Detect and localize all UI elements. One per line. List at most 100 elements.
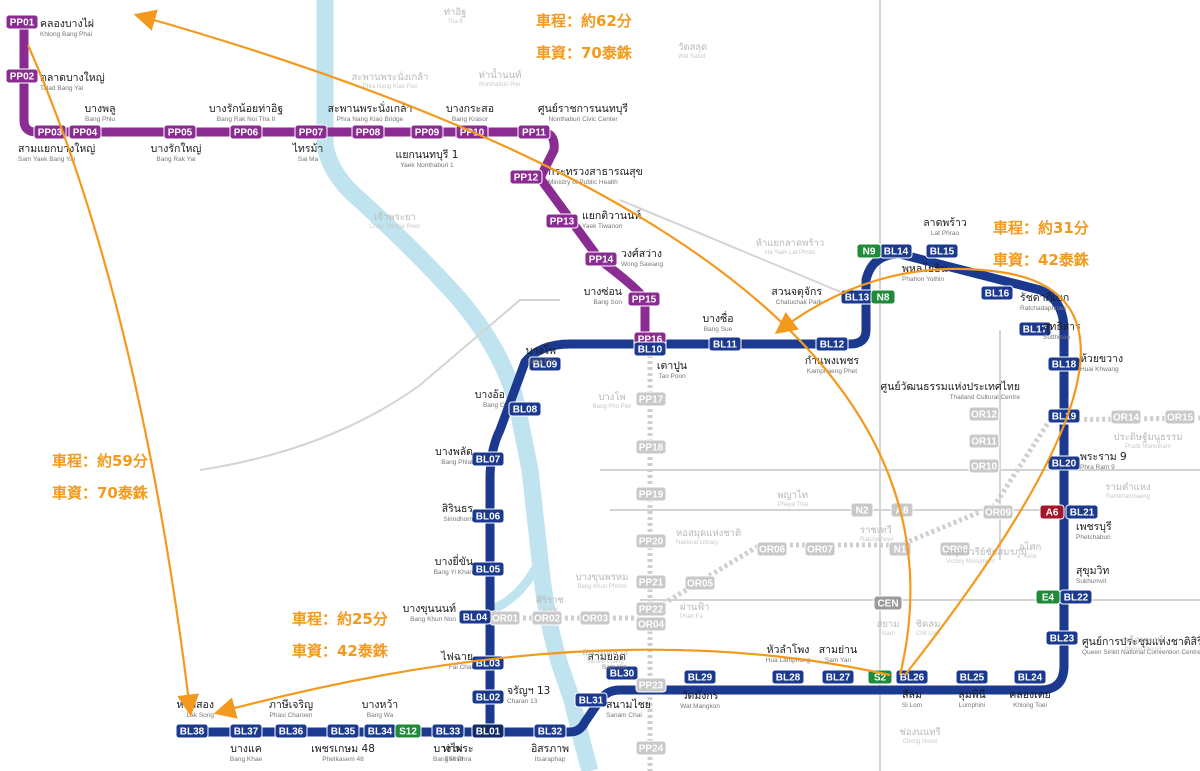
station-bl03-code: BL03 <box>476 659 501 670</box>
gray-station-or10[interactable]: OR10 <box>968 458 1000 474</box>
station-pp09[interactable]: PP09 <box>410 124 444 140</box>
station-bl33-label-th: บางไผ่ <box>433 742 462 755</box>
gray-station-n2[interactable]: N2 <box>850 502 874 518</box>
interchange-a6[interactable]: A6 <box>1039 504 1065 520</box>
gray-station-or03-code: OR03 <box>582 614 609 625</box>
gray-station-pp19[interactable]: PP19 <box>635 486 667 502</box>
gray-station-pp20[interactable]: PP20 <box>635 533 667 549</box>
interchange-cen[interactable]: CEN <box>873 595 903 611</box>
station-bl29[interactable]: BL29 <box>683 669 717 685</box>
station-bl12[interactable]: BL12 <box>815 336 849 352</box>
station-bl02[interactable]: BL02 <box>471 689 505 705</box>
gray-station-pp21[interactable]: PP21 <box>635 574 667 590</box>
station-bl30-label-th: สามยอด <box>587 651 626 663</box>
station-pp04[interactable]: PP04 <box>68 124 102 140</box>
station-pp08[interactable]: PP08 <box>351 124 385 140</box>
gray-station-or04[interactable]: OR04 <box>635 616 667 632</box>
station-pp15[interactable]: PP15 <box>627 291 661 307</box>
station-bl15[interactable]: BL15 <box>925 243 959 259</box>
gray-station-or15[interactable]: OR15 <box>1164 409 1196 425</box>
gray-station-a8-code: A8 <box>896 506 909 517</box>
gray-station-or05[interactable]: OR05 <box>684 575 716 591</box>
gray-station-or08[interactable]: OR08 <box>939 541 971 557</box>
station-bl04[interactable]: BL04 <box>458 609 492 625</box>
station-bl21[interactable]: BL21 <box>1065 504 1099 520</box>
gray-label-3-en: Phra Nang Klao Pier <box>363 84 418 90</box>
station-bl33[interactable]: BL33 <box>431 723 465 739</box>
station-bl19[interactable]: BL19 <box>1047 408 1081 424</box>
interchange-n8[interactable]: N8 <box>870 289 896 305</box>
gray-station-or09[interactable]: OR09 <box>982 504 1014 520</box>
gray-station-n1[interactable]: N1 <box>888 541 912 557</box>
station-pp02[interactable]: PP02 <box>5 68 39 84</box>
gray-station-or04-bg <box>635 616 667 632</box>
gray-label-13-th: ผ่านฟ้า <box>680 602 709 613</box>
station-pp07[interactable]: PP07 <box>294 124 328 140</box>
station-bl06[interactable]: BL06 <box>471 508 505 524</box>
station-bl27[interactable]: BL27 <box>821 669 855 685</box>
station-bl20[interactable]: BL20 <box>1047 455 1081 471</box>
station-bl33-bg <box>431 723 465 739</box>
station-bl37[interactable]: BL37 <box>229 723 263 739</box>
station-bl36[interactable]: BL36 <box>274 723 308 739</box>
station-bl14[interactable]: BL14 <box>879 243 913 259</box>
station-bl01[interactable]: BL01 <box>471 723 505 739</box>
station-bl30[interactable]: BL30 <box>605 665 639 681</box>
interchange-n9[interactable]: N9 <box>856 243 882 259</box>
station-pp13-label-th: แยกติวานนท์ <box>582 209 641 222</box>
station-pp11[interactable]: PP11 <box>517 124 551 140</box>
station-pp05[interactable]: PP05 <box>163 124 197 140</box>
station-bl11[interactable]: BL11 <box>708 336 742 352</box>
station-pp14[interactable]: PP14 <box>584 251 618 267</box>
station-pp09-bg <box>410 124 444 140</box>
interchange-e4[interactable]: E4 <box>1035 589 1061 605</box>
gray-station-or06[interactable]: OR06 <box>756 541 788 557</box>
station-bl10[interactable]: BL10 <box>633 341 667 357</box>
gray-station-pp23[interactable]: PP23 <box>635 677 667 693</box>
gray-station-or14[interactable]: OR14 <box>1110 409 1142 425</box>
station-pp12[interactable]: PP12 <box>509 169 543 185</box>
gray-station-or07[interactable]: OR07 <box>804 541 836 557</box>
gray-station-or12[interactable]: OR12 <box>968 406 1000 422</box>
station-bl18[interactable]: BL18 <box>1047 356 1081 372</box>
station-bl38[interactable]: BL38 <box>175 723 209 739</box>
station-bl23[interactable]: BL23 <box>1045 630 1079 646</box>
station-bl10-label-th: เตาปูน <box>657 360 687 372</box>
gray-station-pp22[interactable]: PP22 <box>635 601 667 617</box>
station-bl16[interactable]: BL16 <box>980 285 1014 301</box>
station-bl08[interactable]: BL08 <box>508 401 542 417</box>
station-bl25[interactable]: BL25 <box>955 669 989 685</box>
gray-station-or11[interactable]: OR11 <box>968 433 1000 449</box>
station-bl32[interactable]: BL32 <box>533 723 567 739</box>
station-bl24[interactable]: BL24 <box>1013 669 1047 685</box>
gray-station-a8[interactable]: A8 <box>890 502 914 518</box>
station-pp06[interactable]: PP06 <box>229 124 263 140</box>
gray-station-pp18[interactable]: PP18 <box>635 439 667 455</box>
station-pp13-label-en: Yaek Tiwanon <box>582 223 623 230</box>
station-bl17[interactable]: BL17 <box>1018 321 1052 337</box>
gray-station-or03[interactable]: OR03 <box>579 610 611 626</box>
annotation-bottom-distance: 車程：約25分 <box>292 610 388 628</box>
station-bl22[interactable]: BL22 <box>1059 589 1093 605</box>
station-bl34[interactable]: BL34 <box>363 723 397 739</box>
gray-station-or10-bg <box>968 458 1000 474</box>
gray-station-or02[interactable]: OR02 <box>531 610 563 626</box>
station-bl28[interactable]: BL28 <box>771 669 805 685</box>
station-pp13[interactable]: PP13 <box>545 213 579 229</box>
station-bl05[interactable]: BL05 <box>471 561 505 577</box>
station-bl26[interactable]: BL26 <box>895 669 929 685</box>
station-bl23-bg <box>1045 630 1079 646</box>
station-bl18-code: BL18 <box>1052 360 1077 371</box>
gray-station-or01[interactable]: OR01 <box>489 610 521 626</box>
station-bl35[interactable]: BL35 <box>326 723 360 739</box>
station-bl09[interactable]: BL09 <box>528 356 562 372</box>
station-pp01[interactable]: PP01 <box>5 14 39 30</box>
gray-station-pp17[interactable]: PP17 <box>635 391 667 407</box>
interchange-e4-code: E4 <box>1042 593 1055 604</box>
interchange-s12[interactable]: S12 <box>394 723 422 739</box>
station-bl07[interactable]: BL07 <box>471 451 505 467</box>
station-pp03[interactable]: PP03 <box>33 124 67 140</box>
gray-station-pp24[interactable]: PP24 <box>635 740 667 756</box>
station-bl31[interactable]: BL31 <box>574 692 608 708</box>
